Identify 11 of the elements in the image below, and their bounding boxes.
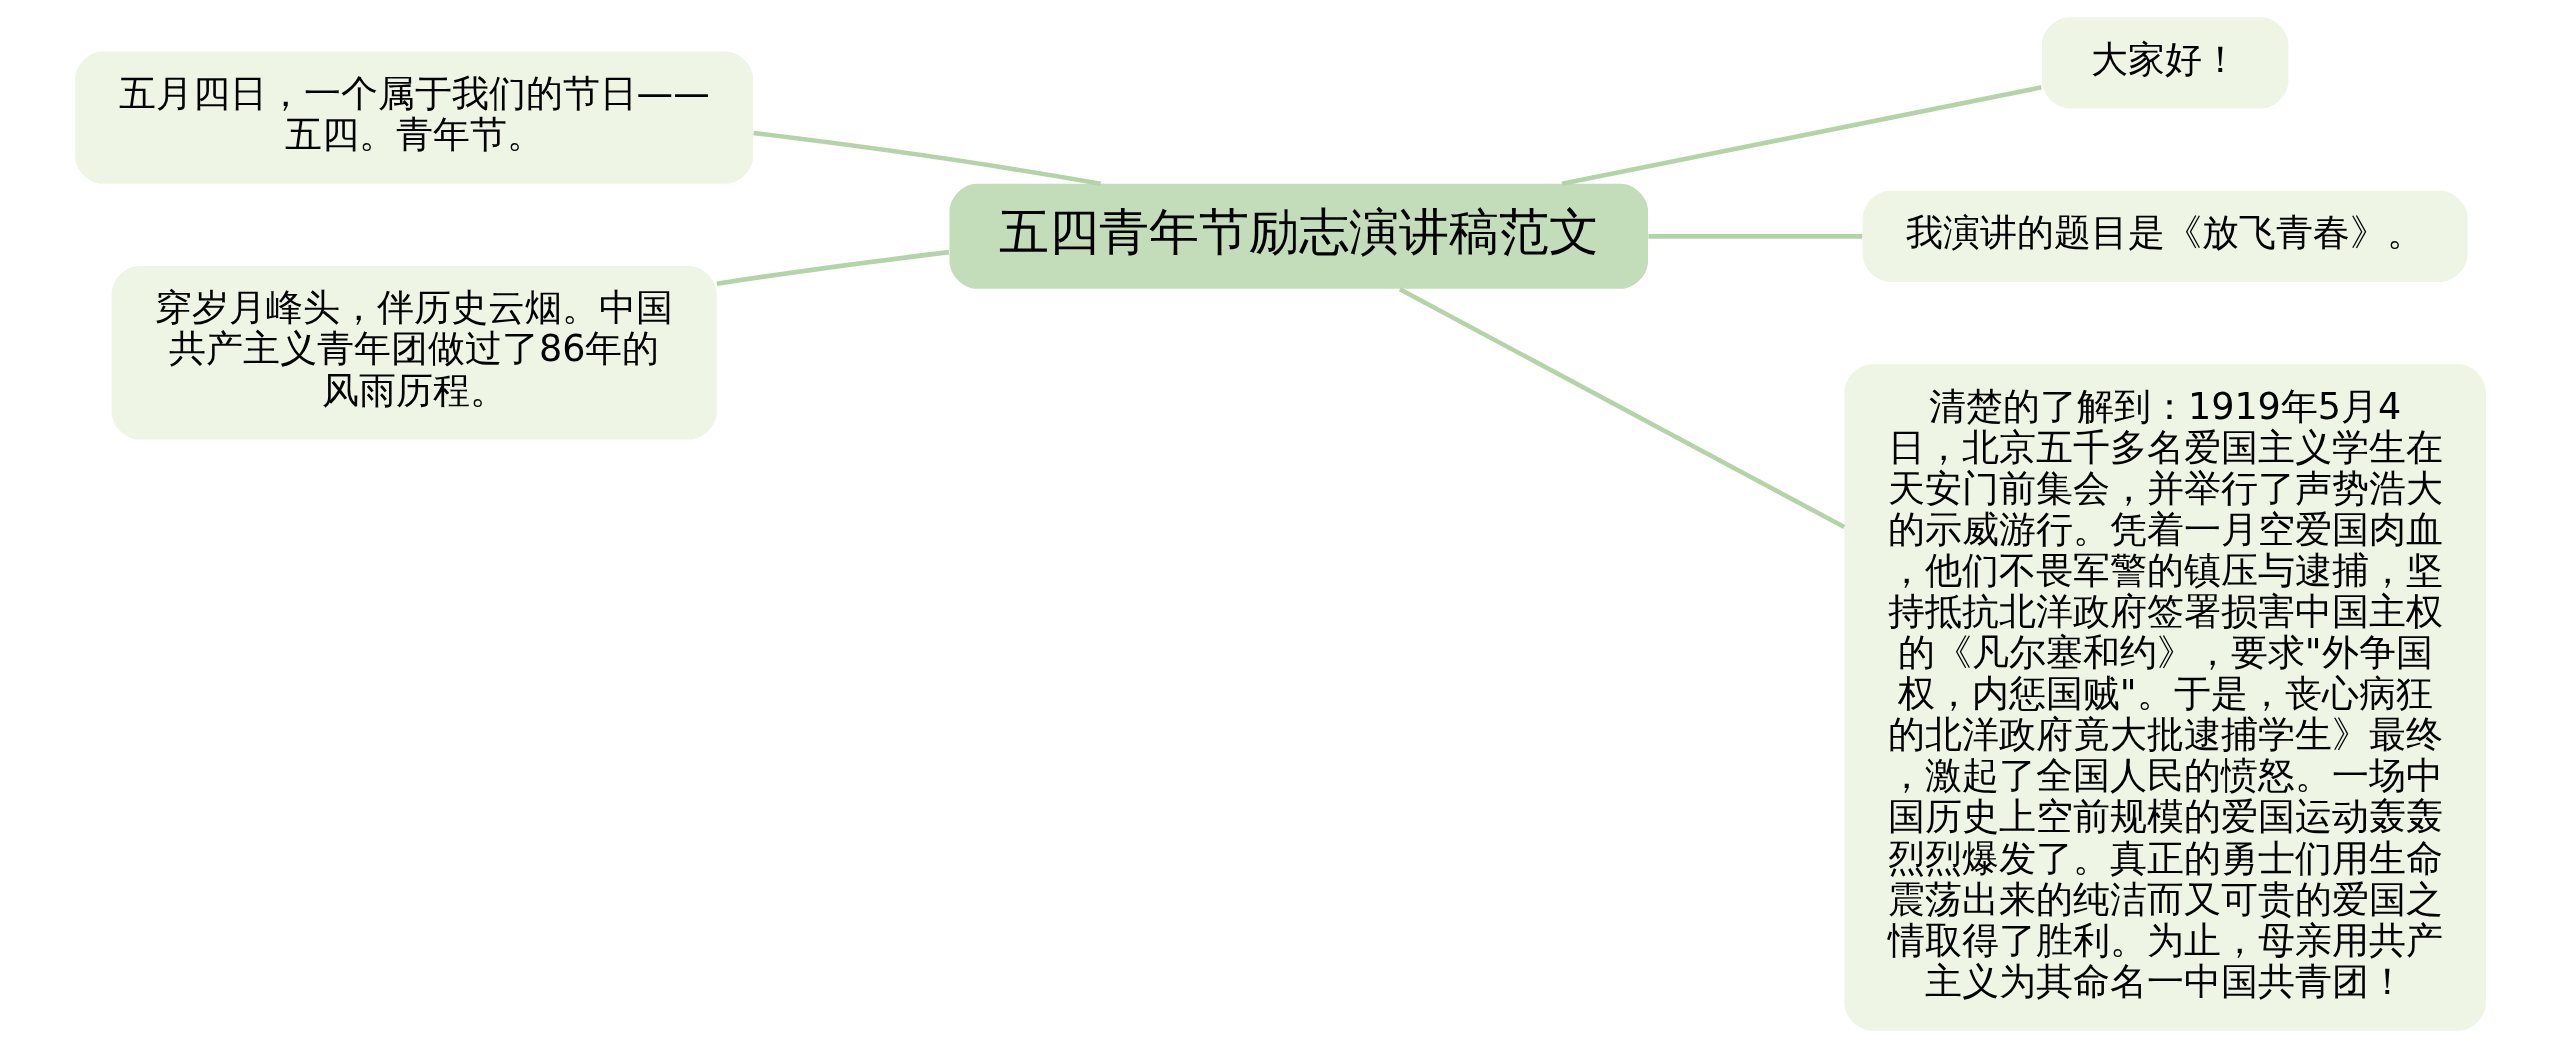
- connector: [716, 249, 949, 286]
- node-box: 五月四日，一个属于我们的节日——五四。青年节。: [74, 51, 753, 184]
- connector: [1561, 85, 2042, 187]
- connector: [752, 130, 1101, 187]
- node-box: 大家好！: [2041, 17, 2288, 109]
- node-box: 穿岁月峰头，伴历史云烟。中国共产主义青年团做过了86年的风雨历程。: [111, 266, 717, 440]
- node-box: 五四青年节励志演讲稿范文: [949, 183, 1648, 289]
- node-box: 我演讲的题目是《放飞青春》。: [1862, 190, 2468, 282]
- connector: [1398, 287, 1845, 529]
- node-box: 清楚的了解到：1919年5月4日，北京五千多名爱国主义学生在天安门前集会，并举行了声势浩大的示威游行。凭着一月空爱国肉血，他们不畏军警的镇压与逮捕，坚持抵抗北洋政府签署损害中国主权的《凡尔塞和约》，要求"外争国权，内惩国贼"。于是，丧心病狂的北洋政府竟大批逮捕学生》最终，激起了全国人民的愤怒。一场中国历史上空前规模的爱国运动轰轰烈烈爆发了。真正的勇士们用生命震荡出来的纯洁而又可贵的爱国之情取得了胜利。为止，母亲用共产主义为其命名一中国共青团！: [1843, 364, 2486, 1031]
- connector: [1647, 234, 1862, 239]
